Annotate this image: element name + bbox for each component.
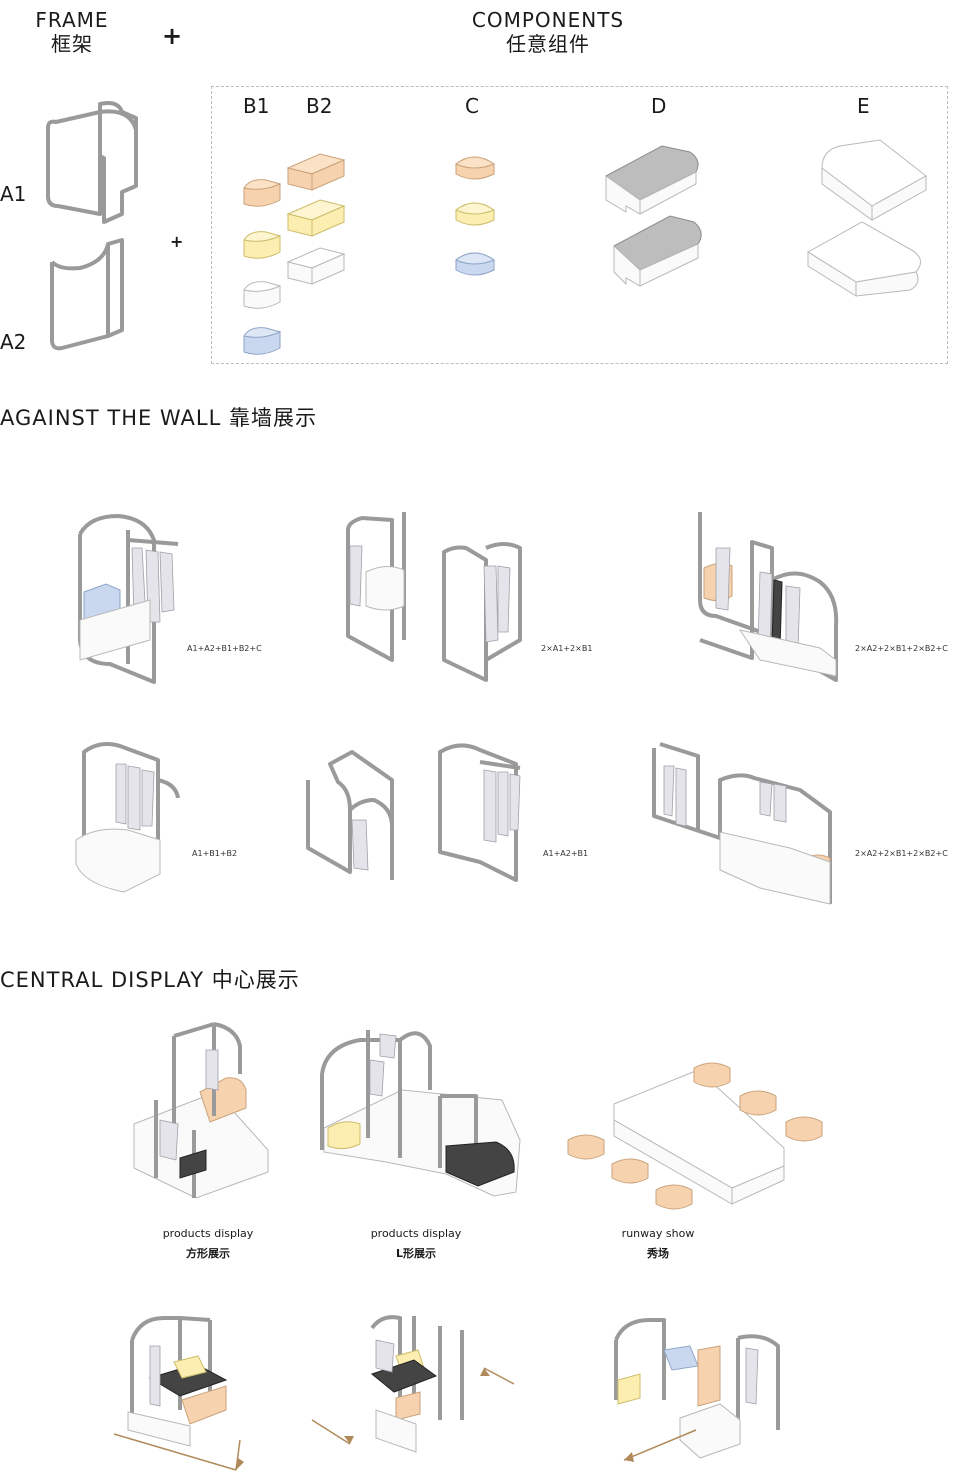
column-label-b2: B2 (306, 94, 333, 118)
b1-yellow-stool (243, 231, 282, 259)
c-orange-piece (455, 156, 496, 180)
caption-square-en: products display (162, 1227, 254, 1240)
header-plus: + (162, 22, 183, 50)
caption-runway-cn: 秀场 (647, 1247, 669, 1260)
c-yellow-piece (455, 202, 496, 226)
central-display-title: CENTRAL DISPLAY 中心展示 (0, 968, 300, 992)
components-header: COMPONENTS 任意组件 (448, 8, 648, 56)
components-panel (211, 86, 948, 364)
central-square-display (133, 1022, 269, 1199)
formula-5: A1+A2+B1 (543, 849, 589, 858)
wall-display-3 (698, 512, 839, 682)
e-white-table-top (821, 139, 927, 221)
caption-runway-en: runway show (621, 1227, 695, 1240)
b2-yellow-box (286, 199, 346, 237)
b2-orange-box (286, 153, 346, 191)
formula-4: A1+B1+B2 (192, 849, 238, 858)
column-label-d: D (651, 94, 667, 118)
frame-title-cn: 框架 (51, 32, 93, 56)
caption-runway: runway show 秀场 (578, 1224, 738, 1264)
frame-label-a2: A2 (0, 330, 27, 354)
wall-display-4 (75, 742, 180, 893)
column-label-b1: B1 (243, 94, 270, 118)
formula-6: 2×A2+2×B1+2×B2+C (855, 849, 948, 858)
d-terrazzo-table-bottom (613, 215, 702, 287)
central-runway (567, 1062, 823, 1210)
caption-square-cn: 方形展示 (186, 1247, 230, 1260)
caption-l-shape-en: products display (370, 1227, 462, 1240)
frame-a1-drawing (46, 101, 138, 224)
b1-orange-stool (243, 179, 282, 207)
config-bottom-3 (614, 1318, 780, 1462)
caption-square: products display 方形展示 (128, 1224, 288, 1264)
caption-l-shape-cn: L形展示 (395, 1247, 436, 1260)
c-blue-piece (455, 252, 496, 276)
components-title-cn: 任意组件 (506, 32, 590, 56)
b1-blue-stool (243, 327, 282, 355)
formula-2: 2×A1+2×B1 (541, 644, 593, 653)
b1-white-stool (243, 281, 282, 309)
frame-title-en: FRAME (35, 8, 109, 32)
caption-l-shape: products display L形展示 (336, 1224, 496, 1264)
frame-a2-drawing (50, 238, 124, 351)
e-white-table-bottom (807, 221, 921, 297)
frames-plus: + (170, 232, 184, 251)
wall-display-5 (306, 743, 521, 882)
formula-3: 2×A2+2×B1+2×B2+C (855, 644, 948, 653)
column-label-e: E (857, 94, 870, 118)
config-bottom-1 (113, 1316, 244, 1471)
frame-header: FRAME 框架 (22, 8, 122, 56)
formula-1: A1+A2+B1+B2+C (187, 644, 262, 653)
frame-label-a1: A1 (0, 182, 27, 206)
wall-display-6 (652, 742, 832, 905)
components-title-en: COMPONENTS (471, 8, 625, 32)
b2-white-box (286, 247, 346, 285)
against-wall-title: AGAINST THE WALL 靠墙展示 (0, 406, 317, 430)
wall-display-2 (346, 512, 522, 682)
d-terrazzo-table-top (605, 145, 699, 215)
wall-display-1 (78, 514, 179, 684)
column-label-c: C (465, 94, 479, 118)
central-l-display (320, 1030, 521, 1197)
config-bottom-2 (311, 1315, 515, 1453)
